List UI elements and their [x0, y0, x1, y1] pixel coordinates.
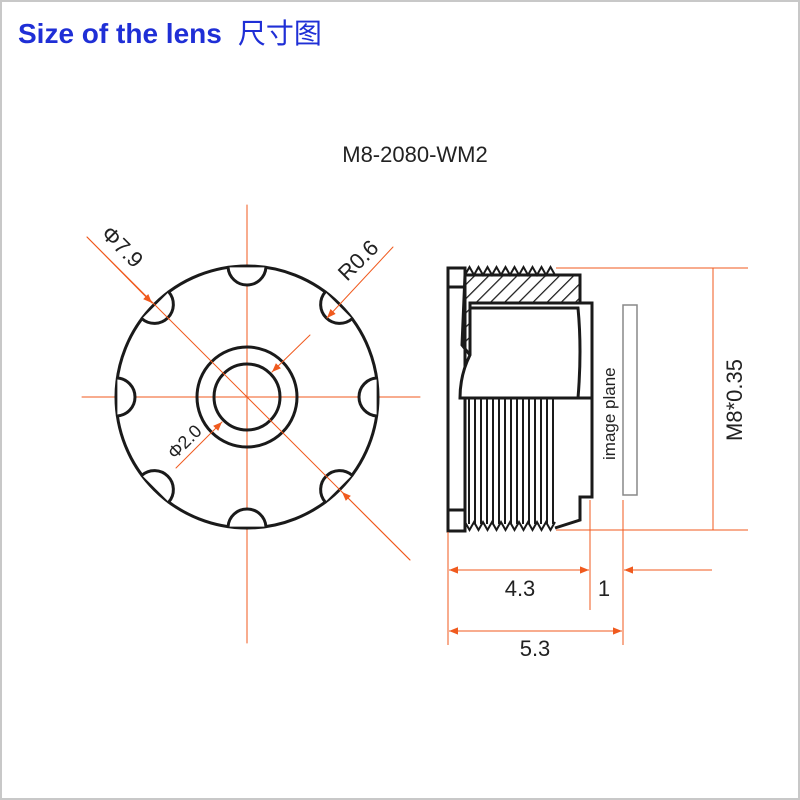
notch [226, 265, 268, 287]
title-chinese: 尺寸图 [237, 18, 322, 49]
image-plane-label: image plane [600, 367, 619, 460]
body-length-label: 4.3 [505, 576, 536, 601]
middle-ring [195, 345, 299, 449]
outer-diameter-label: Φ7.9 [96, 221, 148, 273]
diameter-arrow-bottom [341, 491, 411, 561]
notch [115, 376, 137, 418]
back-focus-label: 1 [598, 576, 610, 601]
aperture-circle [212, 362, 282, 432]
notch [140, 469, 175, 504]
page-title: Size of the lens 尺寸图 [18, 12, 322, 52]
aperture-arrow-top [271, 334, 311, 373]
notch [357, 376, 379, 418]
diameter-arrow-top [86, 236, 153, 304]
total-length-label: 5.3 [520, 636, 551, 661]
radius-arrow [326, 246, 394, 319]
outer-circle [114, 264, 380, 530]
side-view [446, 264, 594, 533]
notch [226, 507, 268, 529]
aperture-arrow-bottom [175, 421, 223, 469]
front-view: Φ7.9 R0.6 Φ2.0 [81, 204, 421, 644]
dimension-lines [447, 267, 748, 645]
aperture-diameter-label: Φ2.0 [164, 421, 206, 463]
notch-radius-label: R0.6 [333, 235, 384, 286]
model-label: M8-2080-WM2 [342, 142, 487, 167]
title-english: Size of the lens [18, 18, 222, 49]
image-plane-rect [622, 304, 638, 496]
thread-label: M8*0.35 [722, 359, 747, 441]
